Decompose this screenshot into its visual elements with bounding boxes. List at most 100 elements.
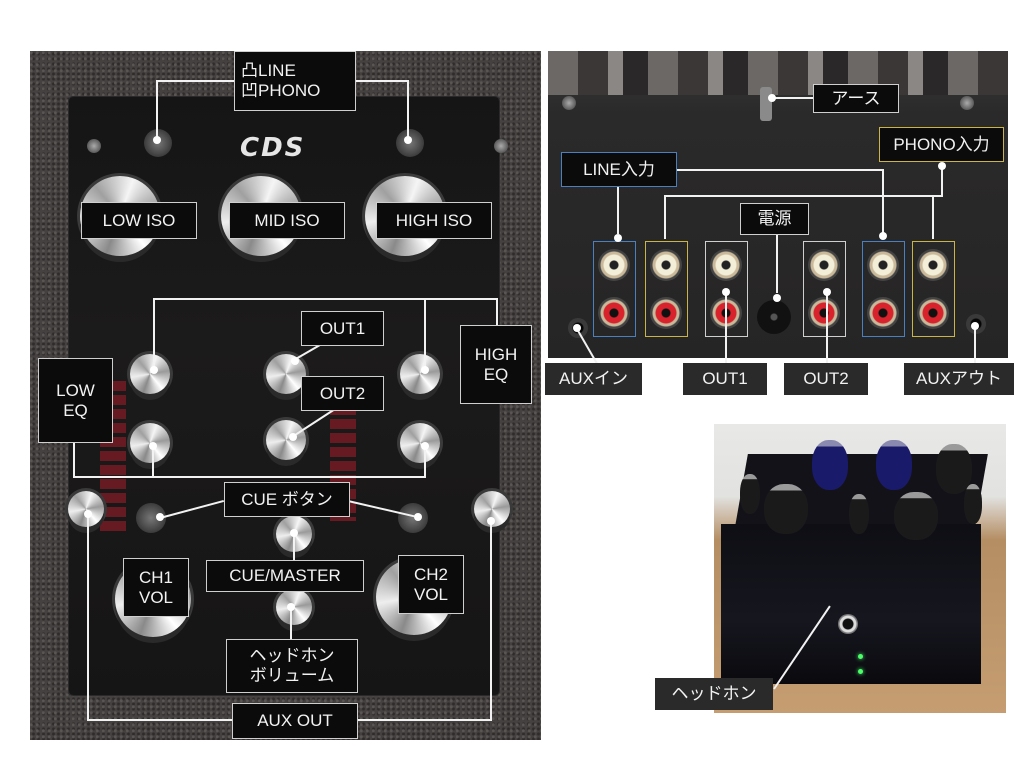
label-line-phono-switch: 凸LINE 凹PHONO [234,51,356,111]
leader-line [932,195,934,239]
rca-jack-white [808,249,840,281]
label-ch1-vol: CH1 VOL [123,558,189,617]
pointer-dot [573,324,581,332]
device-knob [764,484,808,534]
rca-jack-white [598,249,630,281]
leader-line [87,514,89,720]
device-knob [849,494,869,534]
headphone-jack [838,614,858,634]
label-line-input: LINE入力 [561,152,677,187]
pointer-dot [421,366,429,374]
pointer-dot [768,94,776,102]
out2-knob [266,420,306,460]
leader-line [496,298,498,334]
device-knob [894,492,938,540]
pointer-dot [421,442,429,450]
device-knob [812,440,848,490]
screw-icon [494,139,508,153]
pointer-dot [290,529,298,537]
pointer-dot [153,136,161,144]
pointer-dot [614,234,622,242]
label-headphone-volume: ヘッドホン ボリューム [226,639,358,693]
rca-jack-red [598,297,630,329]
leader-line [725,292,727,365]
line-input-ch1-box [593,241,636,337]
pointer-dot [722,288,730,296]
pointer-dot [938,162,946,170]
pointer-dot [149,442,157,450]
pointer-dot [773,294,781,302]
label-rear-out1: OUT1 [683,363,767,395]
leader-line [153,298,155,370]
label-low-iso: LOW ISO [81,202,197,239]
leader-line [407,80,409,138]
rca-jack-white [867,249,899,281]
phono-input-ch2-box [912,241,955,337]
label-high-eq: HIGH EQ [460,325,532,404]
device-knob [876,440,912,490]
screw-icon [562,96,576,110]
cue-button-ch2 [398,503,428,533]
pointer-dot [823,288,831,296]
leader-line [156,80,158,138]
leader-line [676,169,883,171]
phono-input-ch1-box [645,241,688,337]
leader-line [941,166,943,196]
leader-line [974,326,976,364]
screw-icon [960,96,974,110]
device-front-panel [721,524,981,684]
leader-line [617,186,619,234]
label-rear-out2: OUT2 [784,363,868,395]
leader-line [490,521,492,721]
leader-line [776,233,778,293]
label-phono-input: PHONO入力 [879,127,1004,162]
device-knob [936,444,972,494]
label-earth: アース [813,84,899,113]
leader-line [73,476,426,478]
device-knob [964,484,982,524]
pointer-dot [414,513,422,521]
line-input-ch2-box [862,241,905,337]
out1-knob [266,354,306,394]
leader-line [882,169,884,236]
leader-line [347,80,409,82]
low-eq-knob-ch1 [130,354,170,394]
pointer-dot [150,366,158,374]
pointer-dot [287,603,295,611]
pointer-dot [289,433,297,441]
leader-line [293,533,295,563]
leader-line [772,97,814,99]
label-low-eq: LOW EQ [38,358,113,443]
pointer-dot [291,357,299,365]
out2-box [803,241,846,337]
rca-jack-red [917,297,949,329]
leader-line [152,446,154,477]
rca-jack-red [867,297,899,329]
label-cue-master: CUE/MASTER [206,560,364,592]
label-aux-in: AUXイン [545,363,642,395]
rca-jack-white [917,249,949,281]
label-headphone: ヘッドホン [655,678,773,710]
pointer-dot [487,517,495,525]
leader-line [826,292,828,365]
earth-terminal [760,87,772,121]
high-eq-knob-ch1 [400,354,440,394]
pointer-dot [404,136,412,144]
pointer-dot [879,232,887,240]
power-dc-jack [757,300,791,334]
leader-line [664,195,666,239]
rca-jack-white [710,249,742,281]
leader-line [156,80,236,82]
aux-out-knob-left [68,491,104,527]
leader-line [424,446,426,477]
label-cue-button: CUE ボタン [224,482,350,517]
device-photo [714,424,1006,713]
pointer-dot [971,322,979,330]
screw-icon [87,139,101,153]
leader-line [664,195,943,197]
leader-line [424,298,426,370]
leader-line [153,298,498,300]
led-indicator [858,654,863,659]
label-aux-out-rear: AUXアウト [904,363,1014,395]
knob-row-background [548,51,1008,95]
